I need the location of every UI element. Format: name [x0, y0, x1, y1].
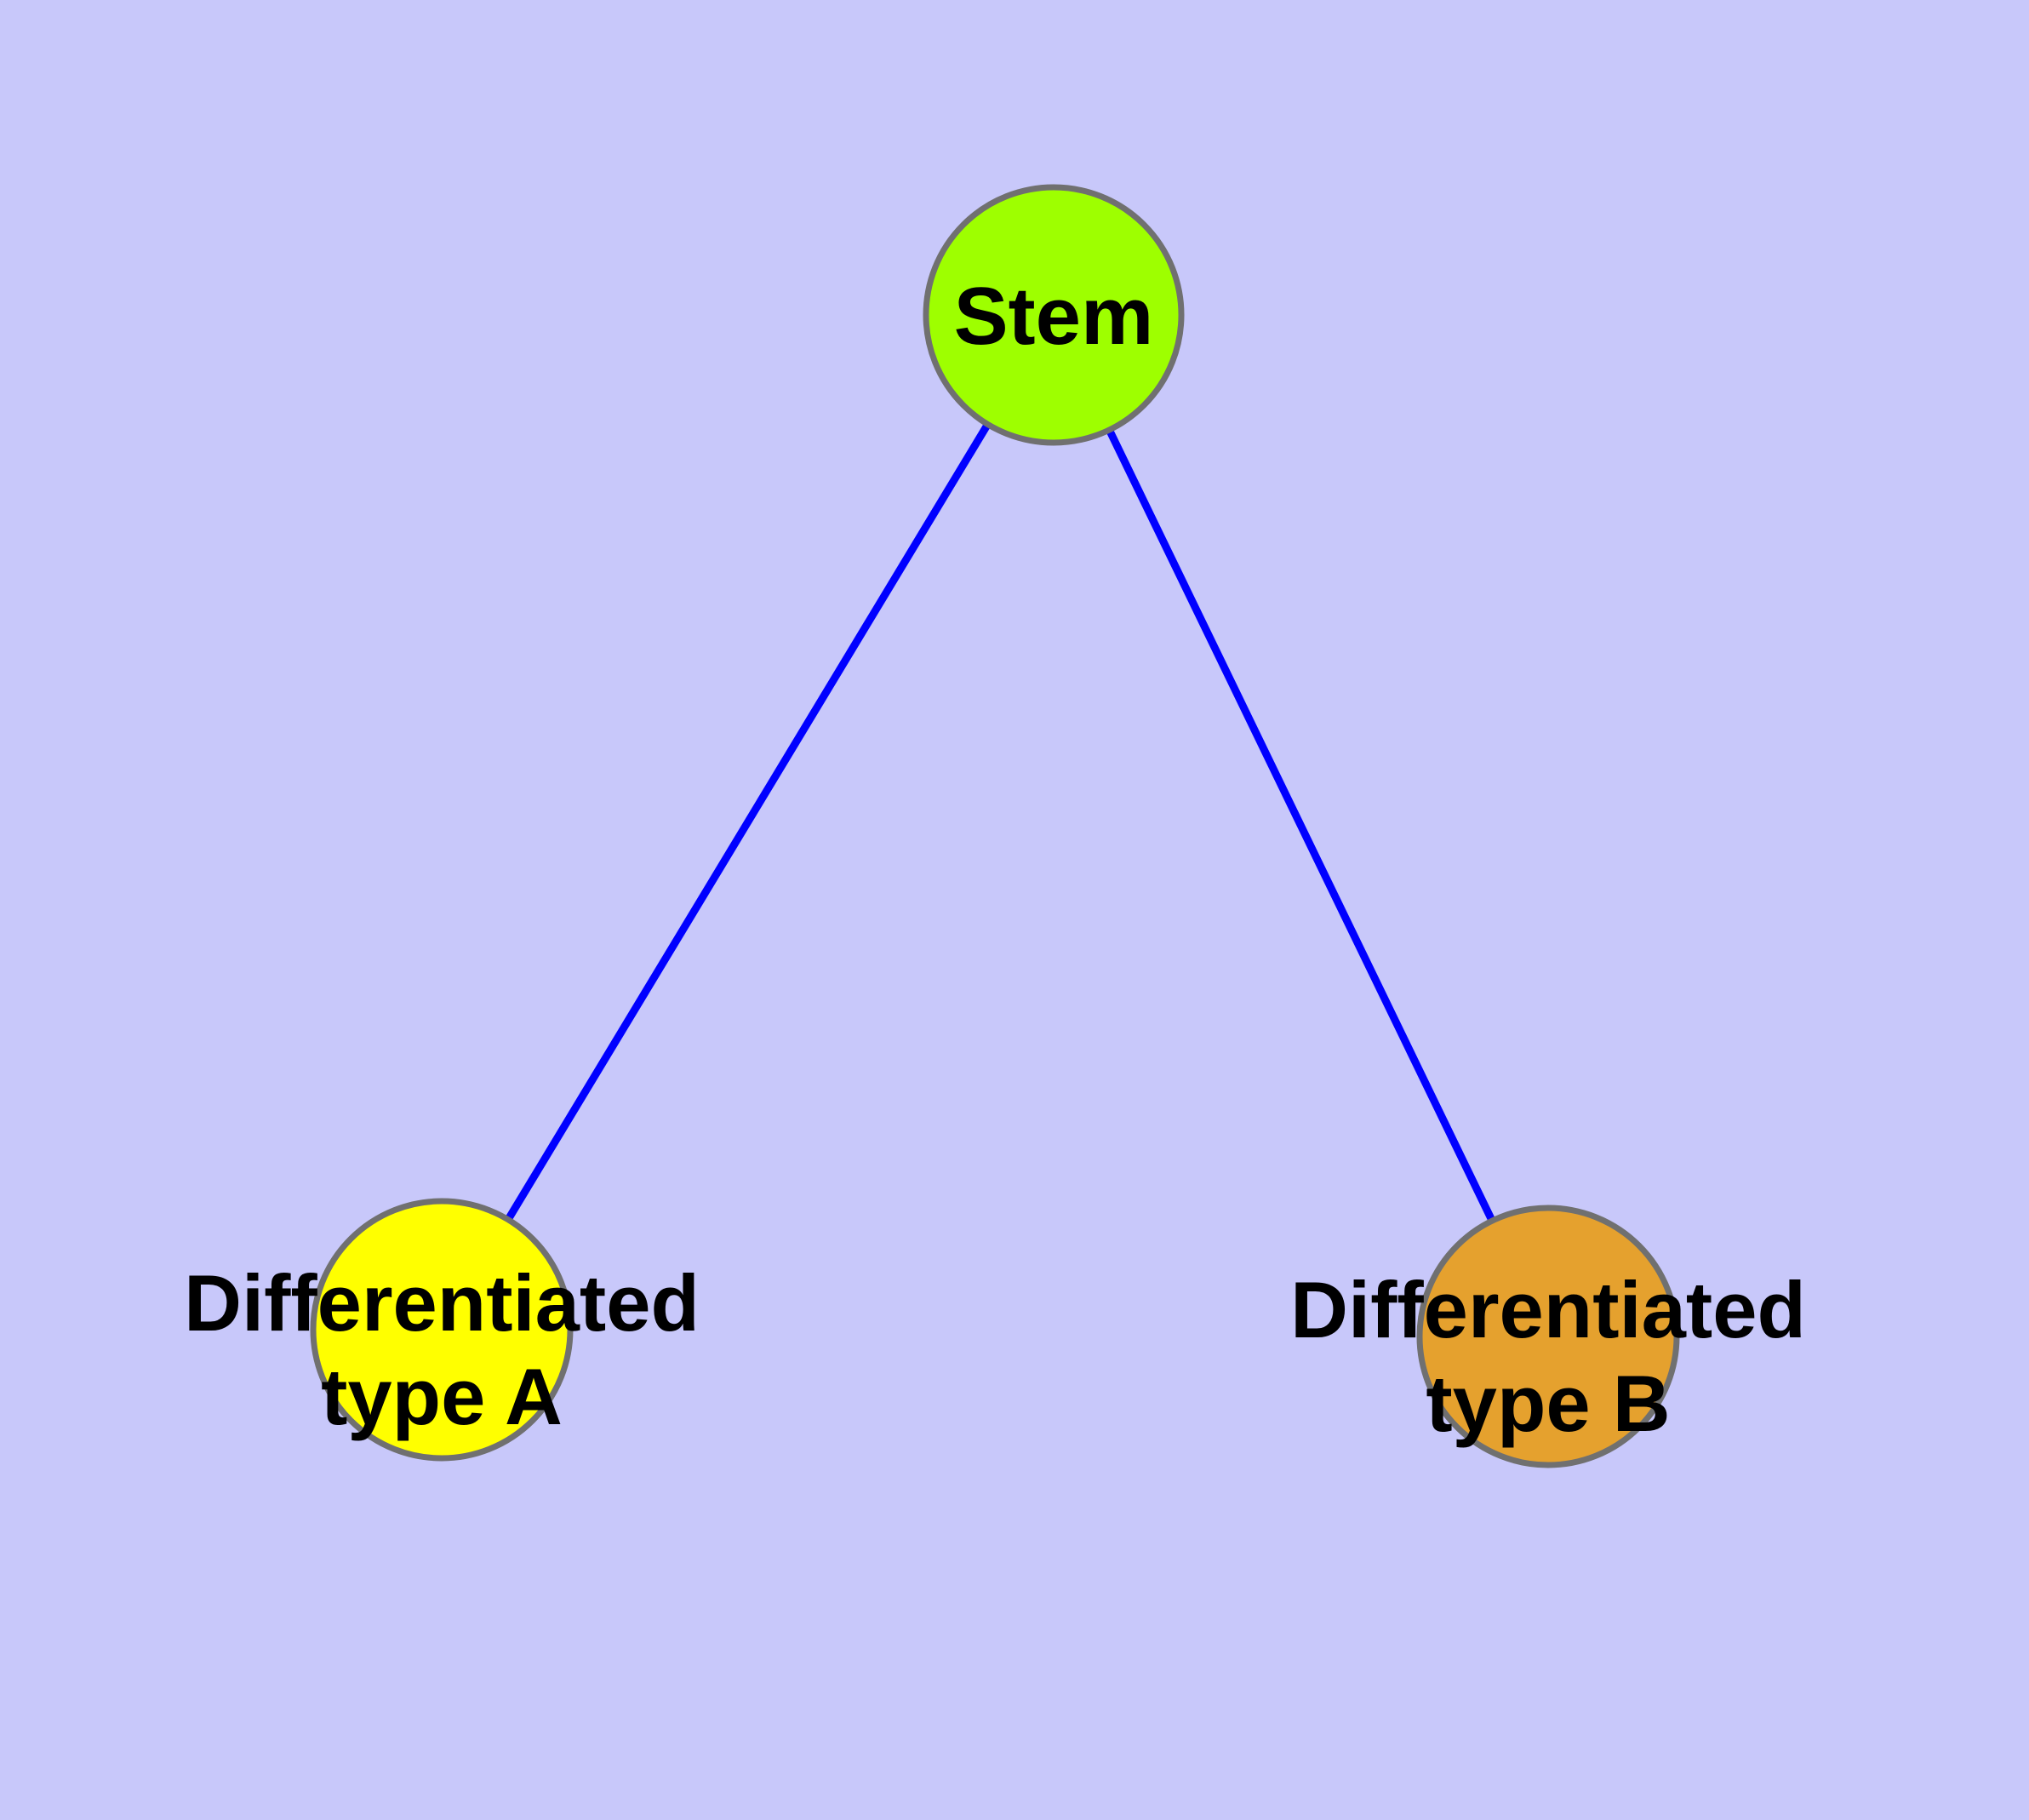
- node-diff-b-circle[interactable]: [1416, 1205, 1680, 1468]
- node-stem-circle[interactable]: [923, 184, 1185, 446]
- nodes-layer: Stem Differentiated type A Differentiate…: [184, 184, 1806, 1468]
- edges-layer: [438, 312, 1552, 1338]
- node-diff-a-circle[interactable]: [310, 1198, 574, 1462]
- node-stem[interactable]: Stem: [923, 184, 1185, 446]
- node-diff-a-label-line-1: Differentiated: [184, 1258, 700, 1348]
- edge-stem-to-diff-a[interactable]: [438, 312, 1057, 1332]
- node-diff-b-label-line-2: type B: [1426, 1359, 1670, 1448]
- node-diff-b[interactable]: Differentiated type B: [1290, 1205, 1806, 1468]
- node-diff-a-label-line-2: type A: [321, 1352, 563, 1441]
- edge-stem-to-diff-b[interactable]: [1049, 313, 1552, 1338]
- node-stem-label: Stem: [954, 271, 1154, 362]
- node-diff-a[interactable]: Differentiated type A: [184, 1198, 700, 1462]
- node-diff-b-label-line-1: Differentiated: [1290, 1265, 1806, 1354]
